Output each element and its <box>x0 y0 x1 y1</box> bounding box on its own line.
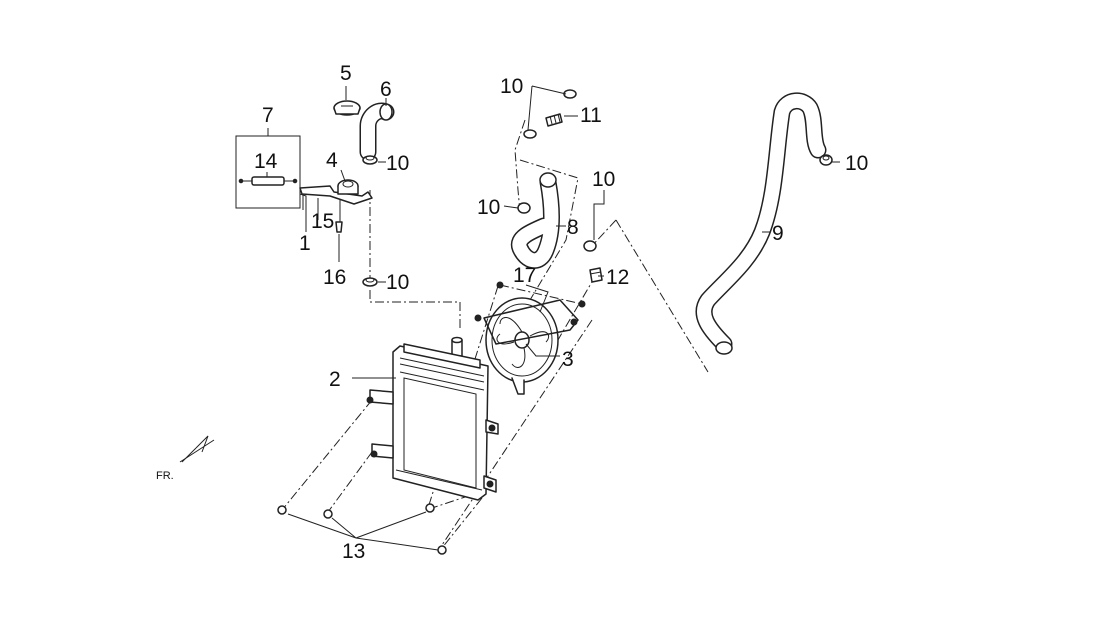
front-direction-arrow: FR. <box>156 435 215 482</box>
callout-labels: 1 2 3 4 5 6 7 8 9 10 10 10 10 10 10 11 1… <box>254 62 868 563</box>
callout-15: 15 <box>311 210 334 233</box>
callout-10-fitting-clamp: 10 <box>592 168 615 191</box>
hose-9 <box>695 92 833 355</box>
callout-4: 4 <box>326 149 338 172</box>
callout-1: 1 <box>299 232 311 255</box>
callout-10-hose9-clamp: 10 <box>845 152 868 175</box>
callout-10-lower-clamp: 10 <box>386 271 409 294</box>
callout-8: 8 <box>567 216 579 239</box>
callout-2: 2 <box>329 368 341 391</box>
callout-6: 6 <box>380 78 392 101</box>
leader-lines <box>266 85 840 551</box>
callout-11: 11 <box>580 104 602 127</box>
callout-12: 12 <box>606 266 629 289</box>
hose-8-group <box>510 89 603 283</box>
cooling-fan <box>474 281 586 395</box>
callout-14: 14 <box>254 150 278 173</box>
callout-10-hose8-clamp: 10 <box>477 196 500 219</box>
reservoir-group <box>235 100 395 287</box>
callout-13: 13 <box>342 540 365 563</box>
callout-3: 3 <box>562 348 574 371</box>
callout-5: 5 <box>340 62 352 85</box>
callout-9: 9 <box>772 222 784 245</box>
callout-7: 7 <box>262 104 274 127</box>
fr-label: FR. <box>156 470 174 482</box>
callout-16: 16 <box>323 266 346 289</box>
radiator <box>369 336 499 501</box>
callout-10-top-clamp: 10 <box>500 75 523 98</box>
callout-10-cap-clamp: 10 <box>386 152 409 175</box>
callout-17: 17 <box>513 264 536 287</box>
bolts-13 <box>277 396 496 555</box>
